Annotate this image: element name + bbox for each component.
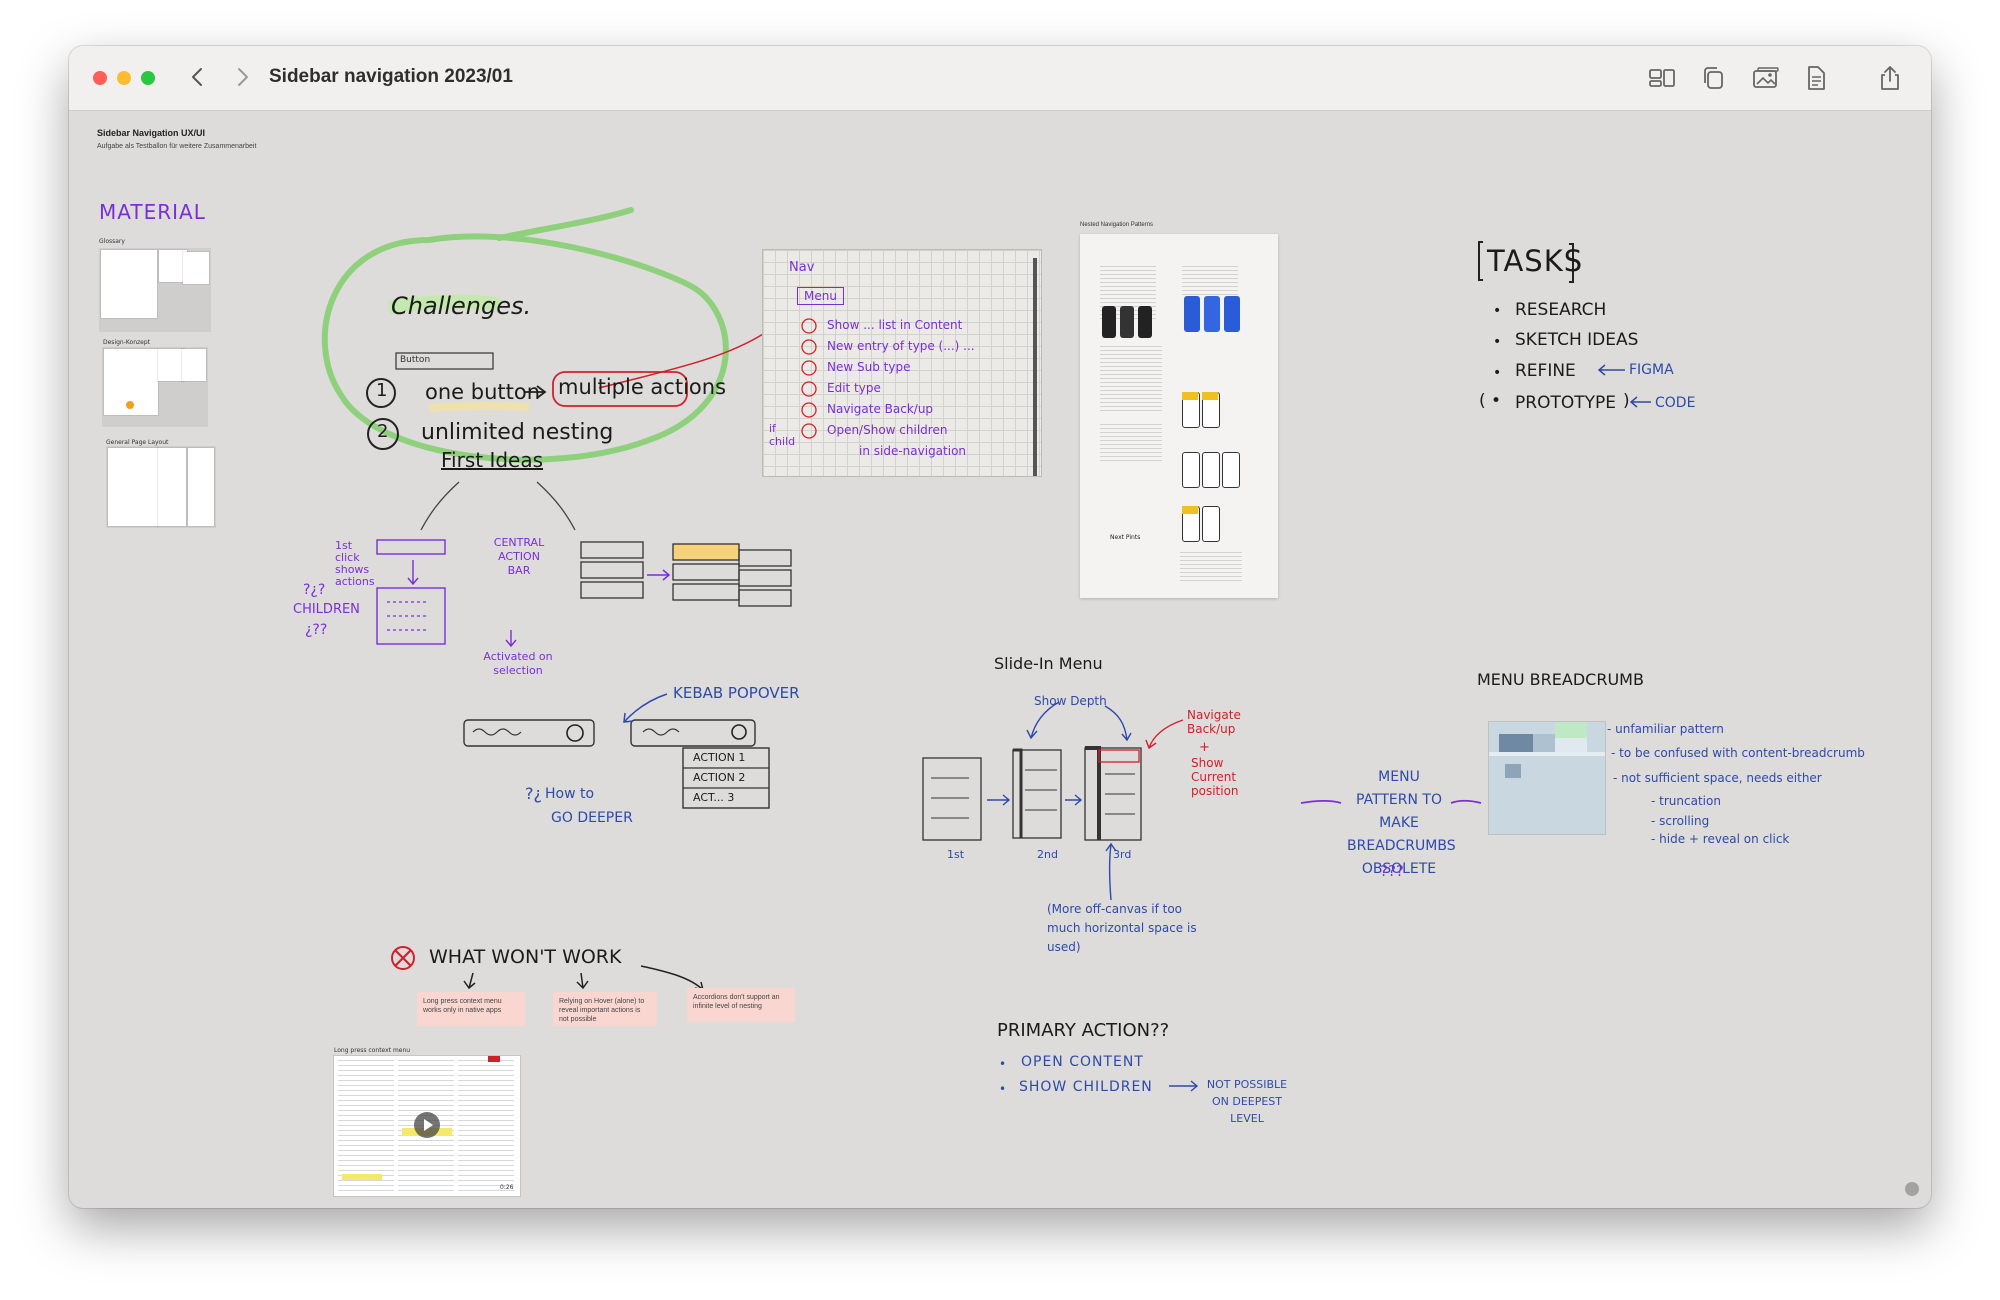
app-window: Sidebar navigation 2023/01 Sidebar Navig…	[69, 46, 1931, 1208]
primary-arrow	[69, 110, 1931, 1208]
zoom-button[interactable]	[141, 71, 155, 85]
canvas-scroll-dot[interactable]	[1905, 1182, 1919, 1196]
close-button[interactable]	[93, 71, 107, 85]
back-arrow-icon[interactable]	[185, 64, 211, 90]
document-icon[interactable]	[1801, 64, 1831, 92]
layout-icon[interactable]	[1647, 64, 1677, 92]
title-bar: Sidebar navigation 2023/01	[69, 46, 1931, 111]
freeform-canvas[interactable]: Sidebar Navigation UX/UI Aufgabe als Tes…	[69, 110, 1931, 1208]
share-icon[interactable]	[1875, 64, 1905, 92]
duplicate-icon[interactable]	[1699, 64, 1729, 92]
forward-arrow-icon[interactable]	[229, 64, 255, 90]
photo-icon[interactable]	[1751, 64, 1781, 92]
primary-note: NOT POSSIBLE ON DEEPEST LEVEL	[1201, 1076, 1293, 1127]
minimize-button[interactable]	[117, 71, 131, 85]
window-title: Sidebar navigation 2023/01	[269, 66, 513, 88]
